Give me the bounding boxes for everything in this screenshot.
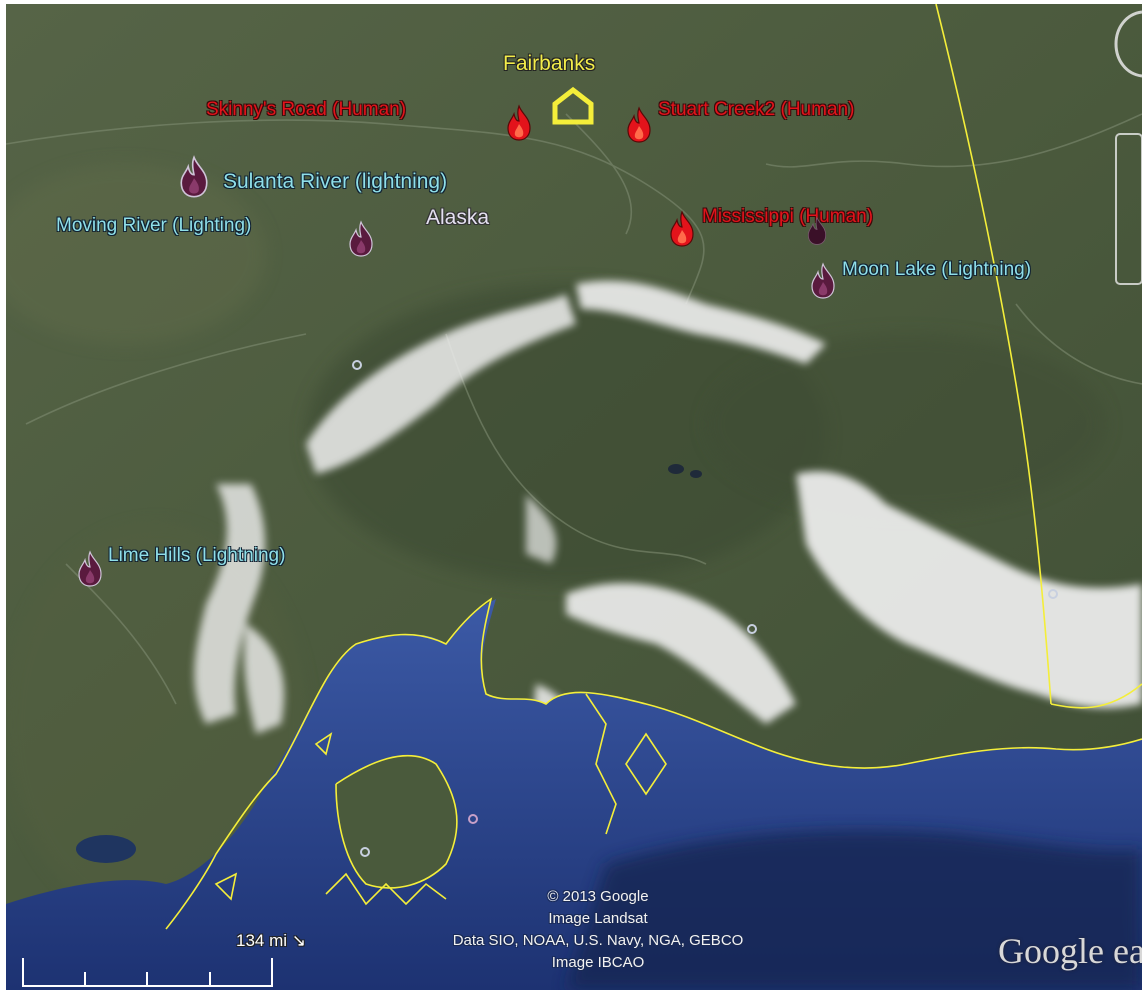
fire-label-moon-lake[interactable]: Moon Lake (Lightning) xyxy=(842,259,1032,280)
ocean xyxy=(6,464,1142,990)
google-earth-logo: Google ea xyxy=(998,931,1142,971)
location-dot-icon[interactable] xyxy=(746,623,758,635)
boundary-lines xyxy=(165,4,1142,930)
attribution-line: Image IBCAO xyxy=(551,954,645,971)
fire-icon[interactable] xyxy=(346,220,376,258)
region-label-alaska: Alaska xyxy=(426,206,490,229)
fire-icon[interactable] xyxy=(802,216,832,246)
fire-icon[interactable] xyxy=(667,210,697,248)
fire-label-skinnys-road[interactable]: Skinny's Road (Human) xyxy=(206,99,407,120)
scale-label: 134 mi ↘ xyxy=(236,931,306,951)
fire-icon[interactable] xyxy=(75,550,105,588)
scale-bar xyxy=(22,958,273,987)
house-icon[interactable] xyxy=(549,86,597,126)
fire-label-stuart-creek2[interactable]: Stuart Creek2 (Human) xyxy=(658,99,855,120)
city-label-fairbanks[interactable]: Fairbanks xyxy=(503,52,596,75)
attribution-line: © 2013 Google xyxy=(547,888,649,905)
map-terrain xyxy=(6,4,1142,990)
scale-distance: 134 mi xyxy=(236,931,288,950)
navigation-control[interactable] xyxy=(1102,4,1142,304)
scale-arrow-icon: ↘ xyxy=(287,931,306,950)
fire-label-moving-river[interactable]: Moving River (Lighting) xyxy=(56,215,252,236)
attribution-line: Image Landsat xyxy=(548,910,648,927)
satellite-map[interactable]: Fairbanks Alaska Skinny's Road (Human) S… xyxy=(6,4,1142,990)
location-dot-icon[interactable] xyxy=(359,846,371,858)
fire-label-mississippi[interactable]: Mississippi (Human) xyxy=(702,206,874,227)
fire-label-lime-hills[interactable]: Lime Hills (Lightning) xyxy=(108,545,286,566)
location-dot-icon[interactable] xyxy=(467,813,479,825)
fire-icon[interactable] xyxy=(176,155,212,199)
fire-icon[interactable] xyxy=(504,104,534,142)
fire-label-sulanta-river[interactable]: Sulanta River (lightning) xyxy=(223,170,448,193)
location-dot-icon[interactable] xyxy=(1047,588,1059,600)
fire-icon[interactable] xyxy=(808,262,838,300)
attribution-line: Data SIO, NOAA, U.S. Navy, NGA, GEBCO xyxy=(452,932,744,949)
fire-icon[interactable] xyxy=(624,106,654,144)
map-attribution: © 2013 Google Image Landsat Data SIO, NO… xyxy=(388,886,808,974)
location-dot-icon[interactable] xyxy=(351,359,363,371)
